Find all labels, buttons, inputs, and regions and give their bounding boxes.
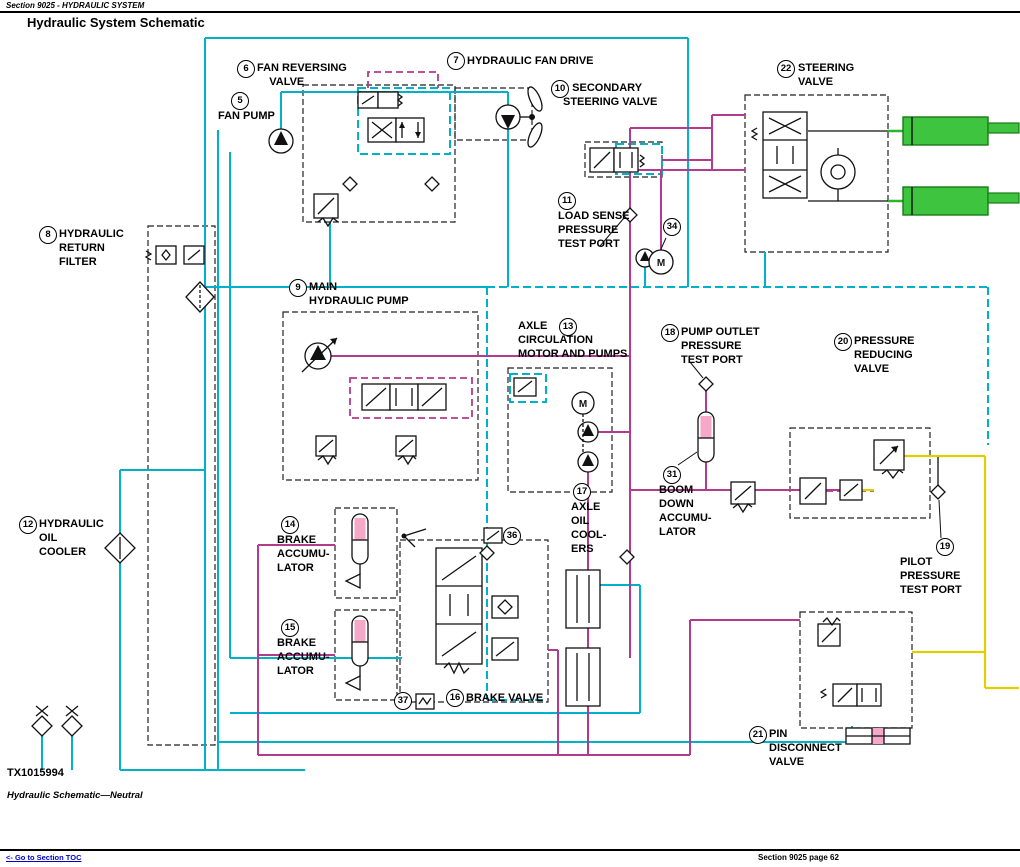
check-valve-symbol bbox=[479, 545, 495, 561]
main-pump-symbol bbox=[301, 337, 447, 466]
test-port-symbols bbox=[479, 207, 946, 561]
pump-outlet-test-port bbox=[698, 376, 714, 392]
callout-leader-lines bbox=[599, 217, 942, 539]
return-filter-symbol bbox=[144, 245, 215, 313]
steering-cylinder-1-rod bbox=[987, 122, 1020, 134]
boom-accumulator-valve-symbol bbox=[730, 481, 756, 514]
brake-valve-symbol bbox=[401, 527, 519, 710]
header-divider bbox=[0, 11, 1020, 13]
footer-divider bbox=[0, 849, 1020, 851]
steering-valve-symbol bbox=[750, 111, 888, 202]
pressure-reducing-valve-symbol bbox=[799, 439, 905, 505]
pin-disconnect-box bbox=[799, 611, 913, 729]
brake-valve-box bbox=[399, 539, 549, 703]
pressure-lines bbox=[257, 114, 840, 756]
pilot-pressure-test-port bbox=[930, 484, 946, 500]
component-enclosures bbox=[147, 84, 931, 746]
pin-disconnect-valve-symbol bbox=[817, 616, 911, 745]
boom-accumulator-symbol bbox=[697, 411, 715, 463]
fan-reversing-valve-box bbox=[302, 84, 456, 223]
fan-drive-box bbox=[454, 87, 533, 141]
steering-cylinders bbox=[888, 116, 1020, 216]
pressure-reducing-box bbox=[789, 427, 931, 519]
figure-code: TX1015994 bbox=[7, 767, 64, 779]
fan-drive-motor-symbol bbox=[495, 86, 543, 148]
fan-pump-symbol bbox=[268, 128, 294, 154]
steering-cylinder-1 bbox=[902, 116, 989, 146]
motor-34-symbol: M bbox=[635, 248, 674, 275]
brake-accumulator1-box bbox=[334, 507, 398, 599]
oil-cooler-symbol bbox=[104, 532, 136, 564]
fan-reversing-valve-symbol bbox=[313, 91, 440, 228]
steering-cylinder-2 bbox=[902, 186, 989, 216]
main-pump-box bbox=[282, 311, 479, 481]
secondary-steering-valve-symbol bbox=[589, 147, 646, 173]
axle-oil-cooler-symbols bbox=[565, 549, 635, 707]
component-symbols: M M bbox=[31, 86, 946, 745]
steering-valve-box bbox=[744, 94, 889, 253]
go-to-section-toc-link[interactable]: <- Go to Section TOC bbox=[6, 853, 82, 862]
page-title: Hydraulic System Schematic bbox=[27, 15, 205, 30]
motor-34-letter: M bbox=[657, 258, 665, 269]
suction-strainer-symbols bbox=[31, 705, 83, 737]
section-header: Section 9025 - HYDRAULIC SYSTEM bbox=[6, 1, 145, 10]
steering-cylinder-2-rod bbox=[987, 192, 1020, 204]
figure-caption: Hydraulic Schematic—Neutral bbox=[7, 790, 143, 801]
brake-accumulator2-box bbox=[334, 609, 398, 701]
return-filter-tank-box bbox=[147, 225, 216, 746]
brake-accumulator-1-symbol bbox=[344, 513, 369, 590]
axle-circulation-box bbox=[507, 367, 613, 493]
axle-circulation-symbols: M bbox=[513, 377, 599, 473]
footer-page-label: Section 9025 page 62 bbox=[758, 853, 839, 862]
axle-motor-letter: M bbox=[579, 399, 587, 410]
load-sense-test-port bbox=[622, 207, 638, 223]
brake-accumulator-2-symbol bbox=[344, 615, 369, 692]
